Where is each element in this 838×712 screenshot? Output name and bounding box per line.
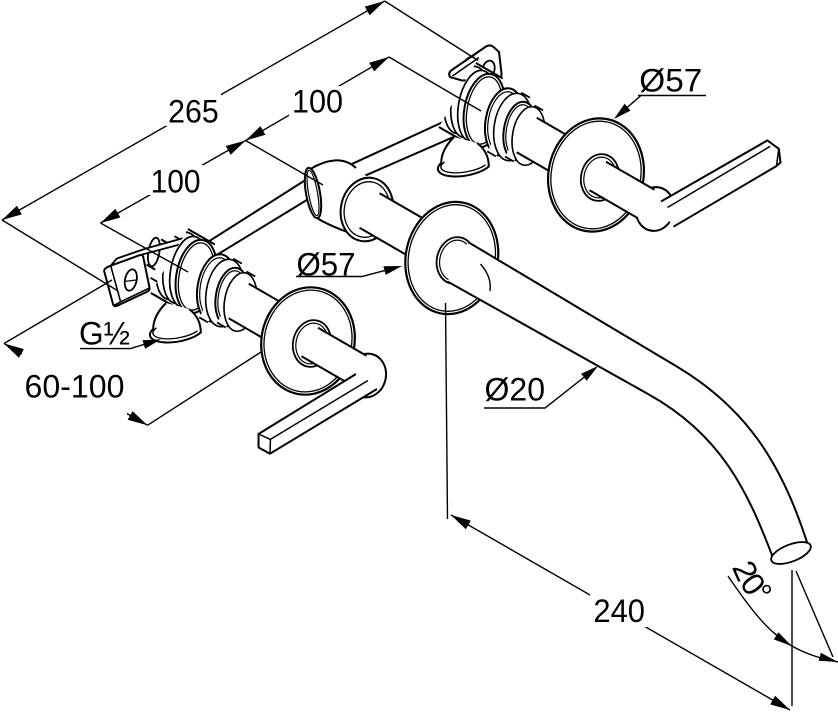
svg-text:240: 240 [593, 593, 645, 629]
svg-text:265: 265 [168, 93, 219, 129]
svg-text:Ø20: Ø20 [485, 372, 546, 408]
svg-text:Ø57: Ø57 [639, 63, 702, 99]
svg-text:Ø57: Ø57 [297, 247, 356, 283]
svg-text:G½: G½ [79, 316, 130, 352]
svg-text:100: 100 [151, 163, 201, 199]
svg-text:60-100: 60-100 [25, 369, 125, 405]
svg-text:100: 100 [292, 84, 343, 120]
